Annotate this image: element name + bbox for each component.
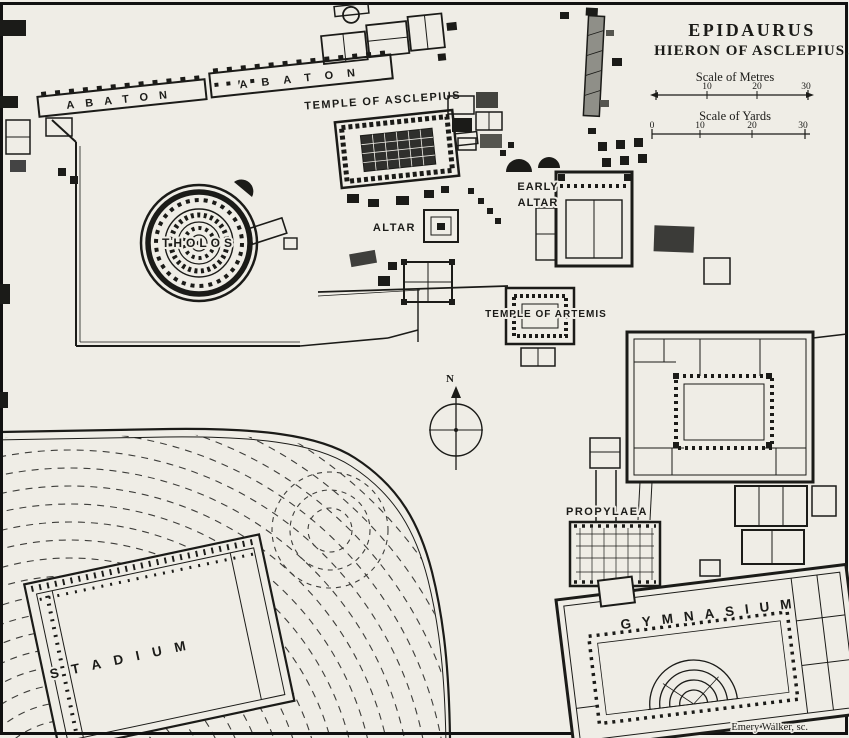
east-annex-rooms <box>637 225 837 577</box>
altar-structure <box>423 209 459 243</box>
tholos-building <box>139 179 298 303</box>
engraver-credit: Emery Walker, sc. <box>731 722 808 733</box>
altar-label: ALTAR <box>373 222 416 234</box>
abaton-west-building <box>36 75 208 118</box>
long-stoa-north <box>582 7 606 118</box>
scale-yards-tick-20: 20 <box>747 121 757 131</box>
scale-yards-label: Scale of Yards <box>699 109 771 123</box>
west-edge-fragments <box>5 117 78 184</box>
central-building <box>401 259 455 305</box>
statue-bases <box>347 186 501 286</box>
north-compass-label: N <box>446 373 454 385</box>
precinct-walls <box>51 119 509 347</box>
early-altar-label-line1: EARLY <box>517 181 558 193</box>
tholos-label: THOLOS <box>162 236 236 250</box>
map-title-line2: HIERON OF ASCLEPIUS. <box>654 43 849 59</box>
temple-of-artemis-building <box>504 286 576 367</box>
gymnasium-building <box>554 562 849 738</box>
stadium-building <box>22 533 296 738</box>
temple-of-asclepius-building <box>333 108 479 190</box>
early-altar-structure <box>506 157 634 268</box>
north-compass-icon <box>429 386 483 470</box>
scale-metres-label: Scale of Metres <box>696 70 775 84</box>
scale-yards-tick-30: 30 <box>798 121 808 131</box>
scale-yards-tick-0: 0 <box>650 121 655 131</box>
early-altar-label-line2: ALTAR <box>518 197 559 209</box>
scale-metres-tick-20: 20 <box>752 82 762 92</box>
scale-yards-tick-10: 10 <box>695 121 705 131</box>
scattered-piers <box>560 12 647 167</box>
scale-bar-metres: Scale of Metres 10 20 30 <box>650 70 814 100</box>
north-buildings <box>320 2 458 65</box>
east-courtyard-complex <box>625 330 848 484</box>
title-block: EPIDAURUS HIERON OF ASCLEPIUS. <box>654 20 849 59</box>
scale-bar-yards: Scale of Yards 0 10 20 30 <box>650 109 810 139</box>
temple-of-artemis-label: TEMPLE OF ARTEMIS <box>485 309 607 320</box>
map-title-line1: EPIDAURUS <box>688 20 816 40</box>
scale-metres-tick-10: 10 <box>702 82 712 92</box>
scale-metres-tick-30: 30 <box>801 82 811 92</box>
propylaea-label: PROPYLAEA <box>566 506 648 518</box>
abaton-east-building <box>208 50 394 99</box>
northeast-baths <box>447 92 514 156</box>
hill-boundary-road <box>0 422 456 738</box>
